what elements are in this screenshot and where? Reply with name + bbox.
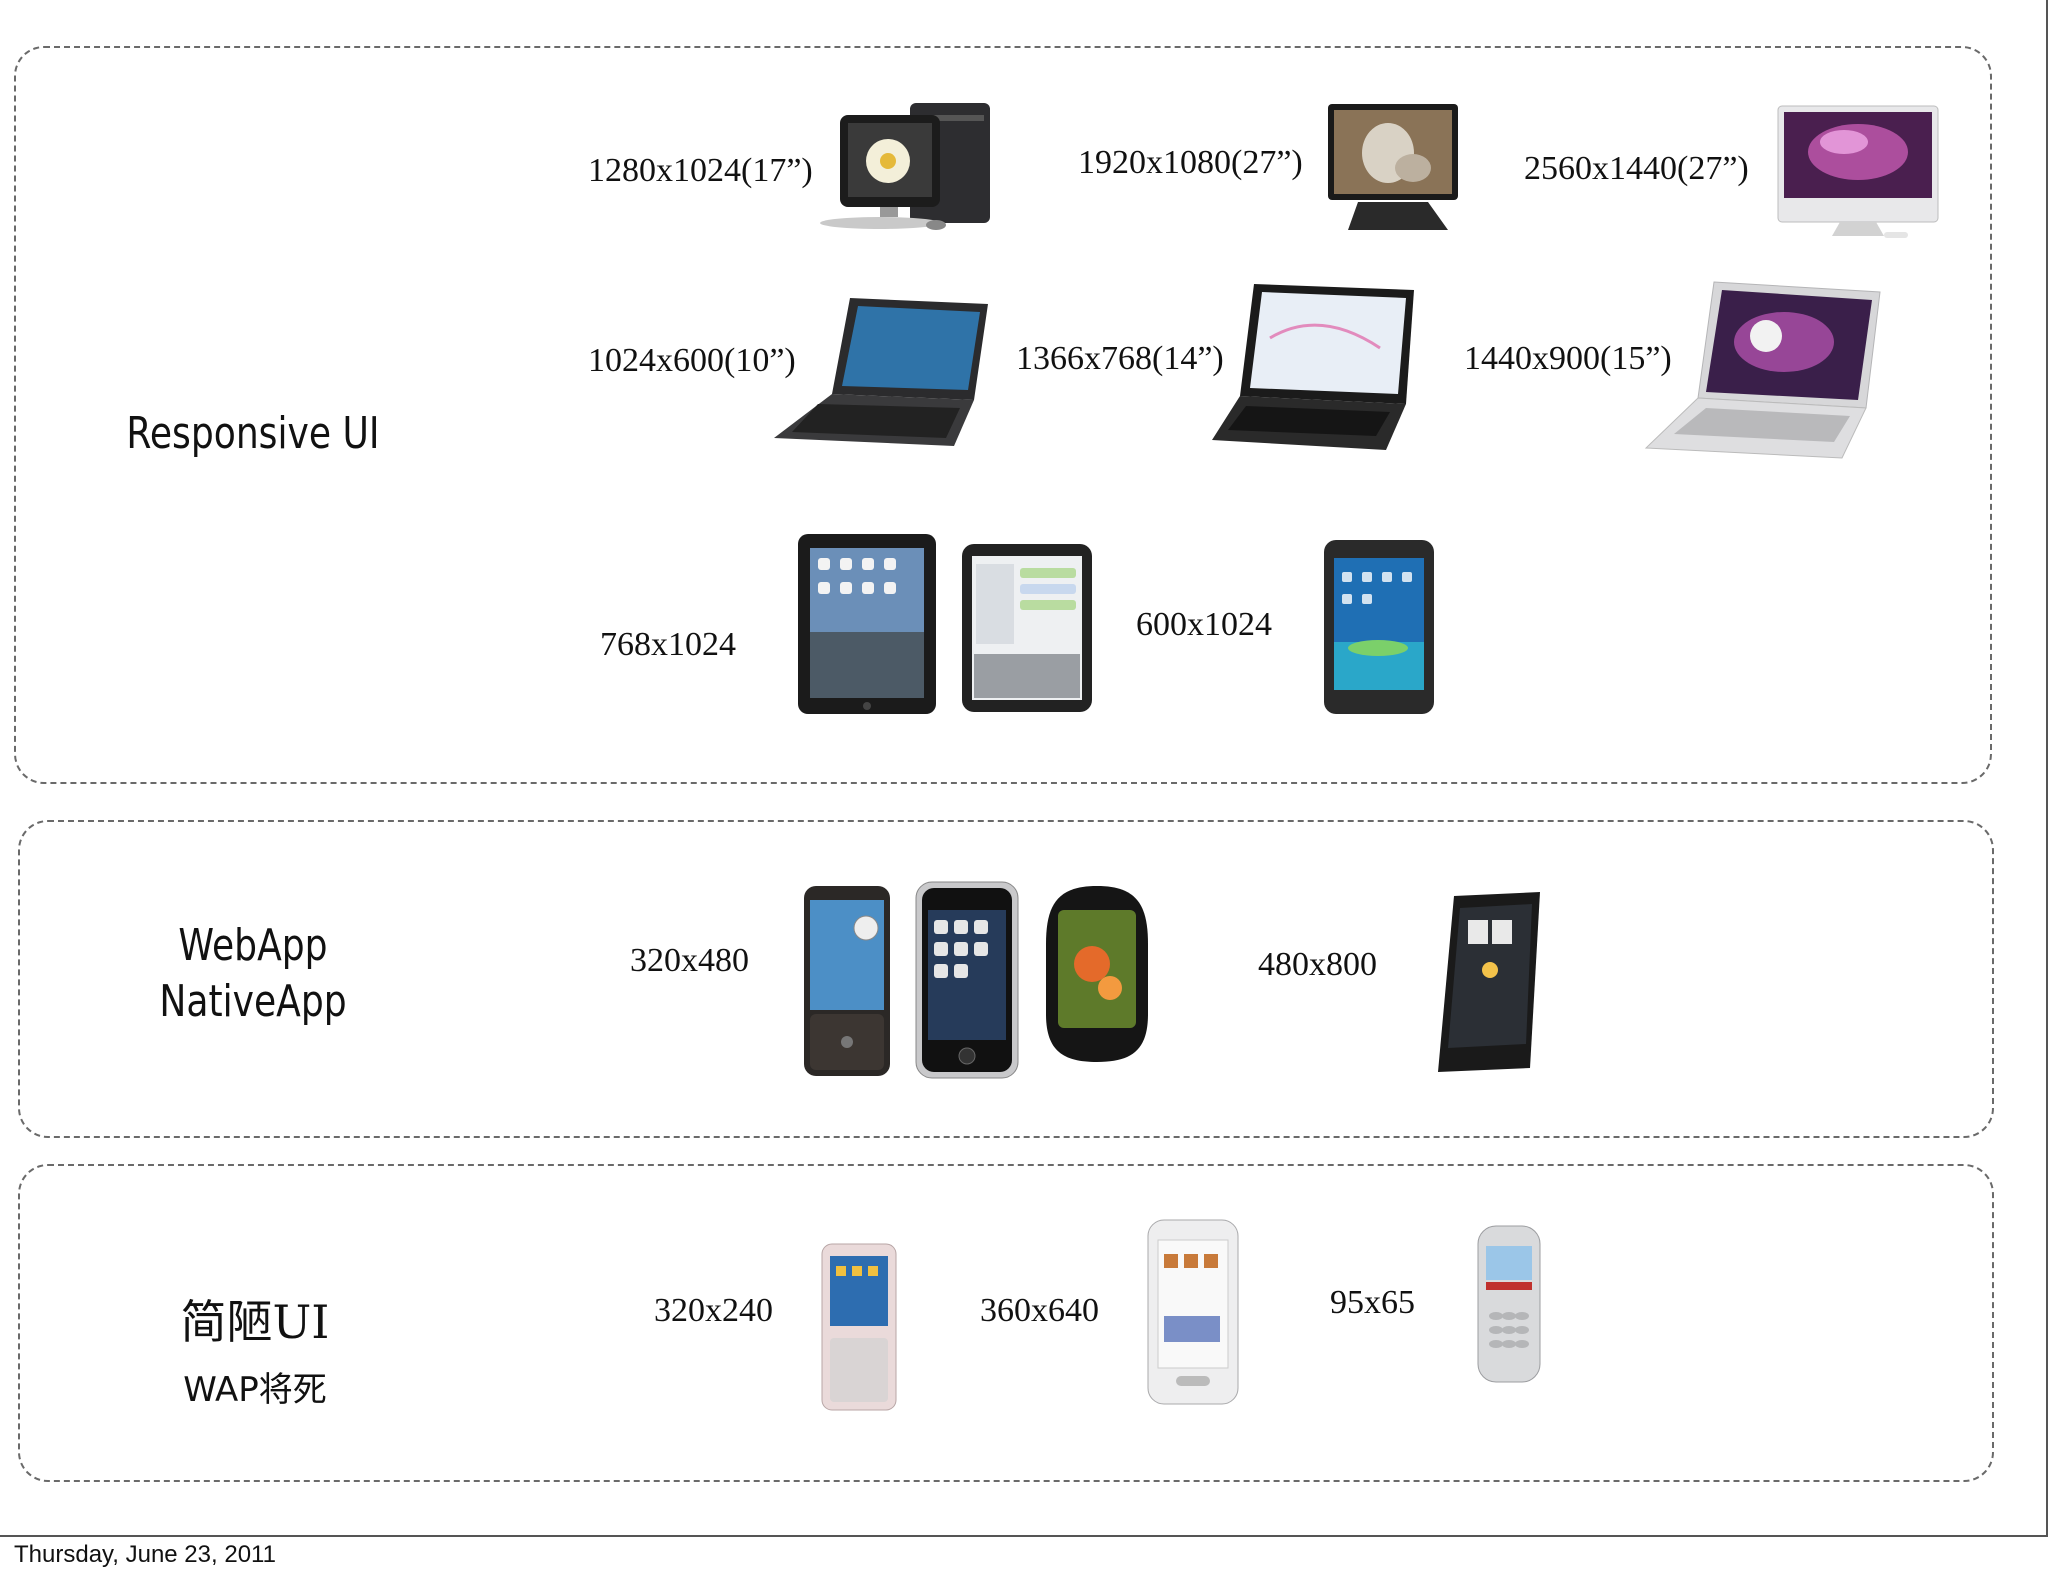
resolution-2560x1440: 2560x1440(27”) xyxy=(1524,150,1749,187)
resolution-768x1024: 768x1024 xyxy=(600,626,736,663)
resolution-320x240: 320x240 xyxy=(654,1292,773,1329)
nokia-basic-phone-icon xyxy=(1477,1225,1541,1383)
footer-date: Thursday, June 23, 2011 xyxy=(14,1541,276,1568)
nokia-5800-phone-icon xyxy=(1147,1219,1239,1405)
resolution-1440x900: 1440x900(15”) xyxy=(1464,340,1672,377)
tablet-keyboard-icon xyxy=(962,544,1092,712)
resolution-480x800: 480x800 xyxy=(1258,946,1377,983)
netbook-icon xyxy=(774,298,988,446)
android-g1-phone-icon xyxy=(804,886,890,1076)
resolution-1280x1024: 1280x1024(17”) xyxy=(588,152,813,189)
webapp-label: WebApp xyxy=(178,920,328,971)
resolution-360x640: 360x640 xyxy=(980,1292,1099,1329)
wap-dying-label: WAP将死 xyxy=(183,1370,327,1410)
imac-icon xyxy=(1777,105,1939,238)
widescreen-monitor-icon xyxy=(1328,104,1458,230)
iphone-icon xyxy=(915,881,1019,1079)
resolution-1920x1080: 1920x1080(27”) xyxy=(1078,144,1303,181)
ipad-icon xyxy=(798,534,936,714)
nokia-n73-phone-icon xyxy=(821,1243,897,1411)
resolution-320x480: 320x480 xyxy=(630,942,749,979)
responsive-ui-label: Responsive UI xyxy=(126,408,380,459)
htc-evo-phone-icon xyxy=(1438,892,1540,1072)
webapp-nativeapp-group xyxy=(18,820,1994,1138)
desktop-pc-icon xyxy=(820,103,990,230)
macbook-pro-icon xyxy=(1644,281,1881,459)
palm-pre-phone-icon xyxy=(1046,886,1148,1062)
responsive-ui-group xyxy=(14,46,1992,784)
slide: Responsive UI 1280x1024(17”) 1920x1080(2… xyxy=(0,0,2048,1537)
nativeapp-label: NativeApp xyxy=(159,976,347,1027)
resolution-95x65: 95x65 xyxy=(1330,1284,1415,1321)
thinkpad-laptop-icon xyxy=(1212,284,1414,450)
resolution-600x1024: 600x1024 xyxy=(1136,606,1272,643)
resolution-1024x600: 1024x600(10”) xyxy=(588,342,796,379)
simple-ui-label: 简陋UI xyxy=(180,1295,330,1349)
galaxy-tab-icon xyxy=(1324,540,1434,714)
simple-ui-group xyxy=(18,1164,1994,1482)
resolution-1366x768: 1366x768(14”) xyxy=(1016,340,1224,377)
